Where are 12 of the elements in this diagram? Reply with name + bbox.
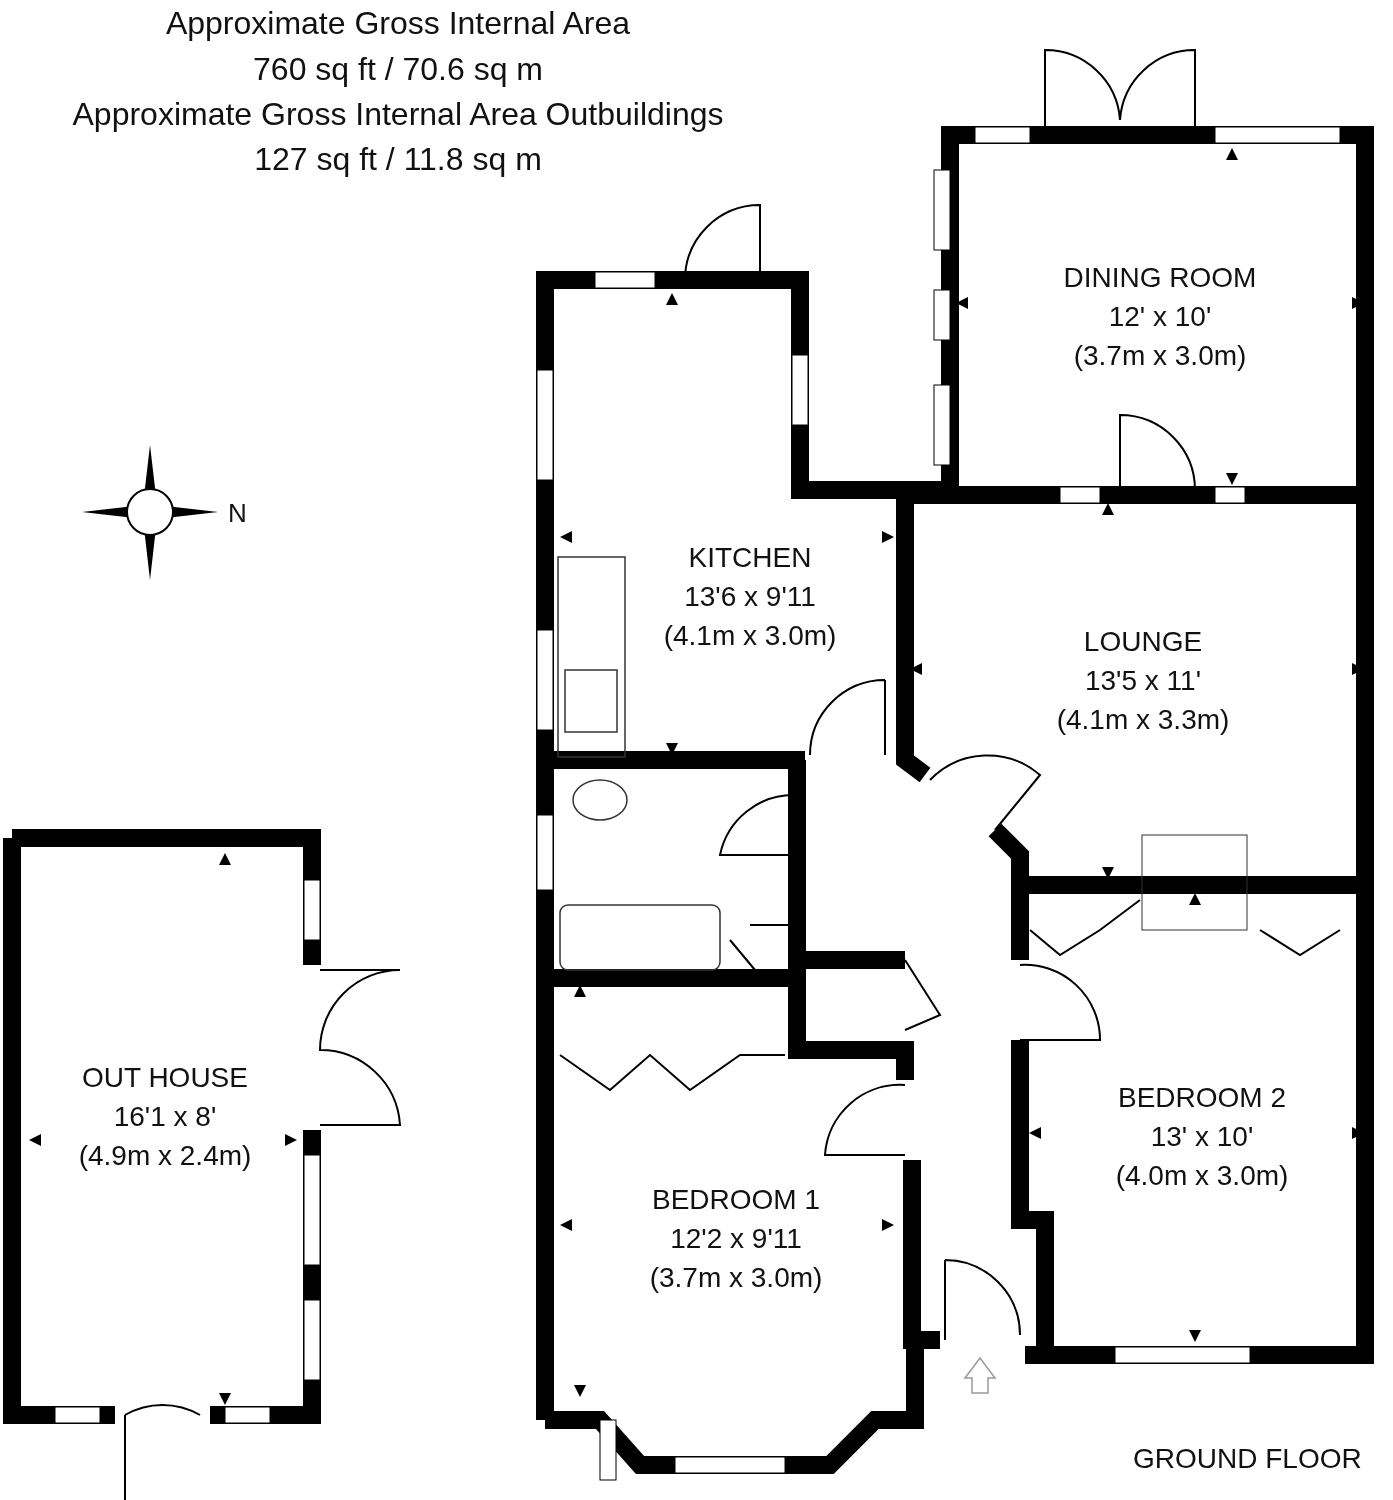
room-label: BEDROOM 2 13' x 10' (4.0m x 3.0m) xyxy=(1115,1078,1289,1195)
area-heading: Approximate Gross Internal Area xyxy=(165,4,631,42)
floor-label: GROUND FLOOR xyxy=(1133,1443,1362,1475)
room-label: KITCHEN 13'6 x 9'11 (4.1m x 3.0m) xyxy=(663,538,837,655)
north-label: N xyxy=(228,498,247,529)
area-text: 127 sq ft / 11.8 sq m xyxy=(254,140,542,178)
area-heading: Approximate Gross Internal Area Outbuildings xyxy=(72,95,724,133)
room-label: DINING ROOM 12' x 10' (3.7m x 3.0m) xyxy=(1063,258,1257,375)
room-label: BEDROOM 1 12'2 x 9'11 (3.7m x 3.0m) xyxy=(649,1180,823,1297)
area-text: 760 sq ft / 70.6 sq m xyxy=(253,50,543,88)
room-label: LOUNGE 13'5 x 11' (4.1m x 3.3m) xyxy=(1056,622,1230,739)
room-label: OUT HOUSE 16'1 x 8' (4.9m x 2.4m) xyxy=(78,1058,252,1175)
